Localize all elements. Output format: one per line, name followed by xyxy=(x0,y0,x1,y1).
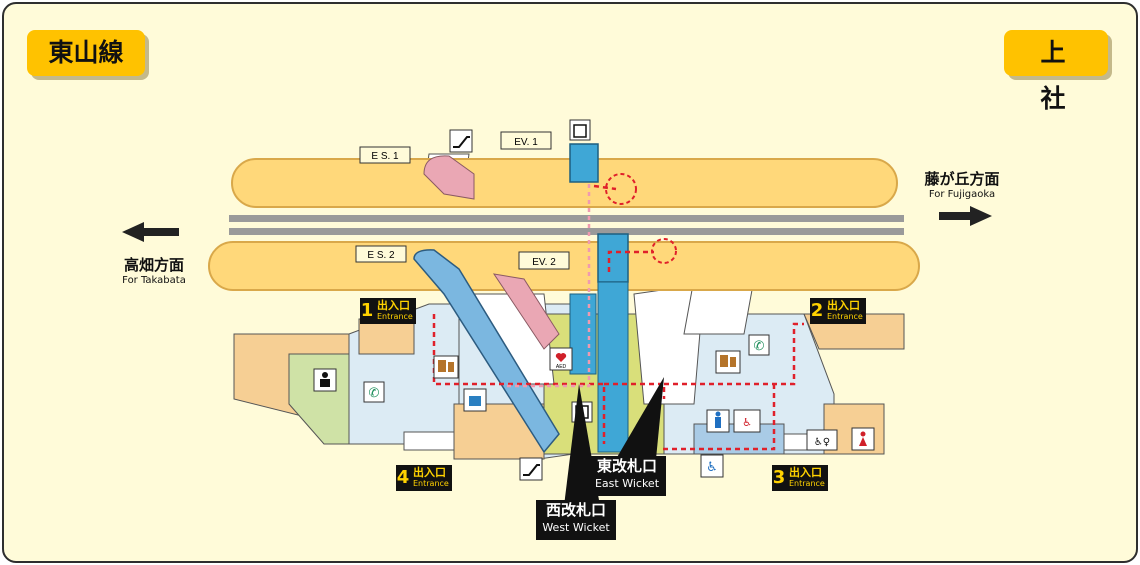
ev1-label: EV. 1 xyxy=(500,131,552,150)
arrow-left-icon xyxy=(122,222,179,242)
exit-1-jp: 出入口 xyxy=(377,299,410,312)
restroom-icon-exit3: ♿♀ xyxy=(806,429,838,451)
restroom-icon xyxy=(706,409,730,433)
telephone-icon-east: ✆ xyxy=(748,334,770,356)
wheelchair-icon: ♿ xyxy=(700,454,724,478)
track-lower xyxy=(229,228,904,235)
svg-text:♿: ♿ xyxy=(742,416,752,429)
west-wicket-en: West Wicket xyxy=(542,521,610,534)
exit-4-number: 4 xyxy=(396,467,410,488)
coin-locker-icon xyxy=(463,388,487,412)
elevator-ev1-shaft xyxy=(569,293,597,375)
ticket-machine-icon xyxy=(433,355,459,379)
direction-fujigaoka: 藤が丘方面 For Fujigaoka xyxy=(916,168,1008,200)
east-wicket-jp: 東改札口 xyxy=(596,457,657,475)
svg-text:✆: ✆ xyxy=(369,386,380,401)
wicket-pointers xyxy=(564,377,664,506)
exit-1-label[interactable]: 1 出入口 Entrance xyxy=(360,298,416,324)
svg-text:♿: ♿ xyxy=(706,460,718,475)
svg-text:♿♀: ♿♀ xyxy=(814,437,830,448)
station-diagram: E S. 1 E S. 2 EV. 1 EV. 2 xyxy=(122,119,992,481)
escalator-es2 xyxy=(413,249,560,454)
es1-label: E S. 1 xyxy=(359,146,411,164)
exit-3-en: Entrance xyxy=(789,479,825,488)
elevator-stop-ev2 xyxy=(651,238,677,264)
exit-3-label[interactable]: 3 出入口 Entrance xyxy=(772,465,828,491)
elevator-ev1 xyxy=(569,143,599,183)
elevator-icon xyxy=(569,119,591,141)
track-upper xyxy=(229,215,904,222)
exit-3-jp: 出入口 xyxy=(789,466,822,479)
escalator-icon-bottom xyxy=(519,457,543,481)
east-wicket-pointer xyxy=(616,377,664,459)
exit-4-jp: 出入口 xyxy=(413,466,446,479)
accessible-route xyxy=(432,184,804,451)
aed-text: AED xyxy=(556,364,567,370)
restroom-icon-women xyxy=(851,427,875,451)
exit-1-number: 1 xyxy=(360,300,374,321)
exit-4-label[interactable]: 4 出入口 Entrance xyxy=(396,465,452,491)
elevator-ev2 xyxy=(597,233,629,283)
exit-4-en: Entrance xyxy=(413,479,449,488)
exit-2-number: 2 xyxy=(810,300,824,321)
line-name-tag: 東山線 xyxy=(27,30,145,76)
escalator-es1 xyxy=(423,155,475,200)
direction-left-jp: 高畑方面 xyxy=(123,256,184,274)
ticket-machine-icon-east xyxy=(715,350,741,374)
aed-icon: AED xyxy=(549,347,573,371)
es2-label: E S. 2 xyxy=(355,245,407,263)
exit-2-en: Entrance xyxy=(827,312,863,321)
west-wicket-label[interactable]: 西改札口 West Wicket xyxy=(536,500,616,540)
direction-right-jp: 藤が丘方面 xyxy=(924,170,1000,188)
ev2-label: EV. 2 xyxy=(518,251,570,270)
exit-1-en: Entrance xyxy=(377,312,413,321)
upper-platform xyxy=(231,158,898,208)
ev2-text: EV. 2 xyxy=(532,257,556,268)
direction-right-en: For Fujigaoka xyxy=(928,189,996,200)
exit-2-label[interactable]: 2 出入口 Entrance xyxy=(810,298,866,324)
direction-takabata: 高畑方面 For Takabata xyxy=(108,254,200,286)
telephone-icon: ✆ xyxy=(363,381,385,403)
west-wicket-jp: 西改札口 xyxy=(545,501,606,519)
escalator-icon xyxy=(449,129,473,153)
es1-text: E S. 1 xyxy=(371,151,399,162)
station-office-icon xyxy=(313,368,337,392)
escalator-pink-lower xyxy=(492,273,560,350)
ev1-text: EV. 1 xyxy=(514,137,538,148)
arrow-right-icon xyxy=(939,206,992,226)
route-pink xyxy=(504,184,591,388)
es2-text: E S. 2 xyxy=(367,250,395,261)
elevator-stop-ev1 xyxy=(605,173,637,205)
exit-2-jp: 出入口 xyxy=(827,299,860,312)
direction-left-en: For Takabata xyxy=(122,275,186,286)
restroom-icon-multi: ♿ xyxy=(733,409,761,433)
east-wicket-label[interactable]: 東改札口 East Wicket xyxy=(588,456,666,496)
station-name-tag: 上 社 xyxy=(1004,30,1108,113)
east-wicket-en: East Wicket xyxy=(594,477,660,490)
svg-text:✆: ✆ xyxy=(754,339,765,354)
exit-3-number: 3 xyxy=(772,467,786,488)
